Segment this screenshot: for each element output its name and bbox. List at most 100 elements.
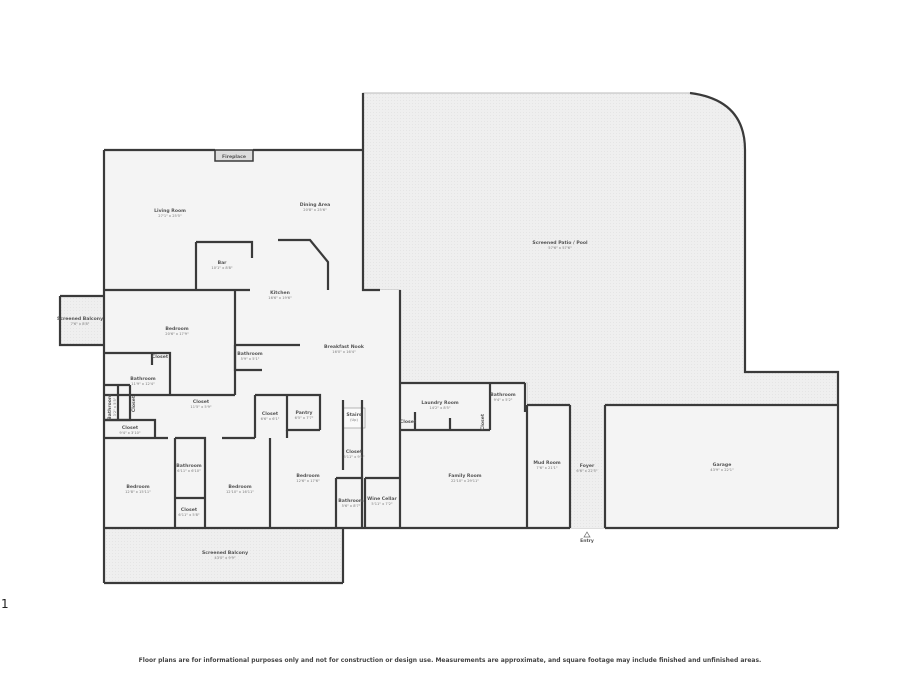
room-dimensions: 12'10" x 16'11" [226, 490, 254, 494]
foyer-floor [570, 405, 605, 528]
floor-areas [60, 92, 839, 583]
room-label-stairs: Stairs(Up) [346, 412, 361, 422]
room-dimensions: 22'10" x 29'11" [451, 479, 479, 483]
room-name: Bathroom [107, 394, 113, 420]
room-name: Bedroom [228, 484, 251, 490]
room-name: Bedroom [165, 326, 188, 332]
room-name: Bathroom [338, 498, 364, 504]
room-dimensions: 6'6" x 6'1" [261, 417, 280, 421]
room-dimensions: 27'1" x 25'5" [158, 214, 182, 218]
room-dimensions: 20'8" x 25'6" [303, 208, 327, 212]
wall [255, 393, 322, 430]
room-dimensions: 5'9" x 5'1" [241, 357, 260, 361]
room-name: Entry [580, 538, 594, 544]
room-name: Pantry [295, 410, 312, 416]
room-dimensions: 12'8" x 15'11" [125, 490, 151, 494]
room-label-closet: Closet [480, 413, 486, 430]
room-dimensions: 6'11" x 6'10" [177, 469, 201, 473]
room-dimensions: 3'11" x 9'1" [343, 455, 364, 459]
room-label-closet: Closet [131, 395, 137, 412]
room-dimensions: 20'6" x 17'9" [165, 332, 189, 336]
room-dimensions: 43'9" x 22'1" [710, 468, 734, 472]
wall [336, 476, 364, 528]
room-dimensions: 12'6" x 17'6" [296, 479, 320, 483]
room-dimensions: 3'2" x 5'5" [113, 397, 117, 416]
room-name: Garage [713, 462, 732, 468]
room-name: Mud Room [533, 460, 561, 466]
room-dimensions: 9'4" x 3'10" [119, 431, 140, 435]
room-name: Foyer [580, 463, 595, 469]
room-name: Closet [131, 395, 137, 412]
wall [58, 296, 104, 347]
room-name: Closet [122, 425, 139, 431]
room-name: Bedroom [296, 473, 319, 479]
room-name: Kitchen [270, 290, 290, 296]
room-dimensions: 9'4" x 5'2" [494, 398, 513, 402]
room-name: Bathroom [490, 392, 516, 398]
room-dimensions: 16'6" x 19'6" [268, 296, 292, 300]
disclaimer-footer: Floor plans are for informational purpos… [138, 657, 762, 664]
room-name: Fireplace [222, 154, 246, 160]
room-name: Screened Balcony [57, 316, 103, 322]
wall [278, 238, 330, 290]
room-name: Bar [218, 260, 228, 266]
room-label-fireplace: Fireplace [222, 154, 246, 160]
room-name: Bathroom [237, 351, 263, 357]
room-dimensions: 6'5" x 7'7" [295, 416, 314, 420]
room-name: Closet [193, 399, 210, 405]
wall [233, 345, 262, 372]
room-name: Bathroom [176, 463, 202, 469]
room-name: Closet [262, 411, 279, 417]
room-name: Screened Balcony [202, 550, 248, 556]
patio-curved-wall [689, 91, 747, 151]
room-dimensions: 6'11" x 5'8" [178, 513, 199, 517]
room-name: Closet [480, 413, 486, 430]
room-dimensions: 16'0" x 16'4" [332, 350, 356, 354]
room-name: Laundry Room [421, 400, 459, 406]
room-label-closet: Closet [152, 354, 169, 360]
room-name: Dining Area [300, 202, 330, 208]
bottom-balcony-floor [104, 528, 343, 583]
room-dimensions: 11'9" x 12'4" [131, 382, 155, 386]
page-number: 1 [1, 597, 9, 611]
room-dimensions: 5'11" x 7'2" [371, 502, 392, 506]
room-dimensions: 57'6" x 57'6" [548, 246, 572, 250]
room-name: Closet [400, 419, 417, 425]
room-dimensions: 43'0" x 9'9" [214, 556, 235, 560]
left-balcony-floor [60, 296, 104, 345]
fireplace [214, 149, 254, 162]
room-name: Bedroom [126, 484, 149, 490]
room-dimensions: (Up) [350, 418, 358, 422]
wall [196, 240, 254, 258]
walls [58, 91, 840, 585]
room-name: Closet [152, 354, 169, 360]
room-name: Closet [346, 449, 363, 455]
room-dimensions: 7'6" x 21'1" [536, 466, 557, 470]
room-label-entry: Entry [580, 538, 594, 544]
entry-arrow-icon [583, 531, 591, 538]
wall [104, 351, 172, 365]
